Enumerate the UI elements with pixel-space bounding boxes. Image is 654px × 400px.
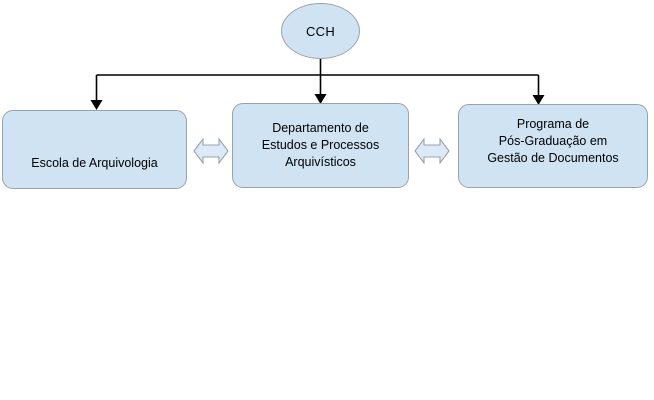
link-departamento-programa-icon (414, 137, 450, 165)
arrowhead-departamento (314, 94, 327, 104)
node-escola-de-arquivologia[interactable]: Escola de Arquivologia (2, 110, 187, 189)
node-programa-pos-graduacao[interactable]: Programa de Pós-Graduação em Gestão de D… (458, 104, 648, 188)
node-programa-label: Programa de Pós-Graduação em Gestão de D… (487, 117, 619, 165)
arrowhead-programa (532, 95, 545, 105)
node-cch[interactable]: CCH (281, 3, 360, 59)
arrowhead-escola (90, 100, 103, 110)
node-cch-label: CCH (305, 23, 336, 39)
node-departamento-estudos-processos[interactable]: Departamento de Estudos e Processos Arqu… (232, 103, 409, 188)
link-escola-departamento-icon (193, 137, 229, 165)
node-departamento-label: Departamento de Estudos e Processos Arqu… (261, 121, 380, 169)
node-escola-label: Escola de Arquivologia (31, 156, 158, 170)
